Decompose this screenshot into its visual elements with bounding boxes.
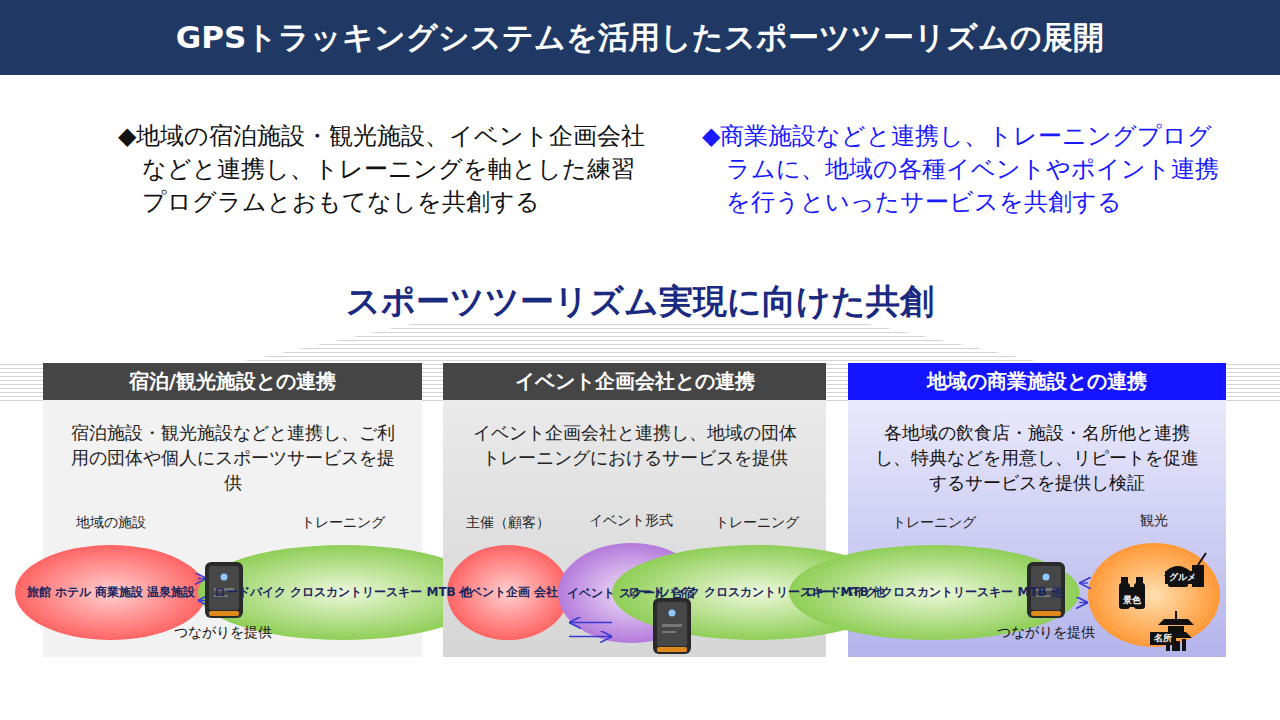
panel-body-text: イベント企画会社と連携し、地域の団体トレーニングにおけるサービスを提供 — [467, 420, 803, 470]
node-heading: 主催（顧客） — [466, 514, 550, 532]
connection-label: つながりを提供 — [997, 624, 1095, 642]
icon-badge: 景色 — [1119, 594, 1145, 607]
ellipse-text-area: イベント企画 会社 — [447, 545, 569, 640]
node-heading: トレーニング — [892, 514, 976, 532]
panel-body-text: 各地域の飲食店・施設・名所他と連携し、特典などを用意し、リピートを促進するサービ… — [869, 420, 1205, 495]
sightseeing-icons — [1119, 553, 1206, 651]
ellipse-text: イベント企画 会社 — [458, 585, 558, 600]
diagram-title: GPSトラッキングシステムを活用したスポーツツーリズムの展開 — [0, 0, 1280, 75]
connection-label: つながりを提供 — [174, 624, 272, 642]
ellipse-text: ロードバイク クロスカントリースキー MTB 他 — [805, 585, 1063, 600]
panel-body-text: 宿泊施設・観光施設などと連携し、ご利用の団体や個人にスポーツサービスを提供 — [65, 420, 401, 495]
ellipse-node: 主催（顧客）イベント企画 会社 — [447, 545, 569, 640]
node-heading: 観光 — [1140, 512, 1168, 530]
ellipse-text: ロードバイク クロスカントリースキー MTB 他 — [214, 585, 472, 600]
panel-heading: 宿泊/観光施設との連携 — [43, 363, 422, 400]
panel-heading: 地域の商業施設との連携 — [848, 363, 1226, 400]
node-heading: イベント形式 — [589, 512, 673, 530]
bullet-text: ◆地域の宿泊施設・観光施設、イベント企画会社などと連携し、トレーニングを軸とした… — [118, 120, 658, 219]
icon-badge: 名所 — [1150, 632, 1176, 645]
stripe-decoration — [0, 322, 1280, 402]
panel-heading: イベント企画会社との連携 — [443, 363, 826, 400]
node-heading: トレーニング — [715, 514, 799, 532]
ellipse-text: 旅館 ホテル 商業施設 温泉施設 — [27, 585, 196, 600]
title-band — [0, 0, 1280, 75]
section-heading: スポーツツーリズム実現に向けた共創 — [0, 280, 1280, 322]
node-heading: 地域の施設 — [76, 514, 146, 532]
icon-badge: グルメ — [1165, 571, 1200, 584]
bullet-text: ◆商業施設などと連携し、トレーニングプログラムに、地域の各種イベントやポイント連… — [702, 120, 1232, 219]
panel-box: 宿泊/観光施設との連携宿泊施設・観光施設などと連携し、ご利用の団体や個人にスポー… — [43, 363, 422, 657]
panel-box: イベント企画会社との連携イベント企画会社と連携し、地域の団体トレーニングにおける… — [443, 363, 826, 657]
panel-box: 地域の商業施設との連携各地域の飲食店・施設・名所他と連携し、特典などを用意し、リ… — [848, 363, 1226, 657]
node-heading: トレーニング — [301, 514, 385, 532]
